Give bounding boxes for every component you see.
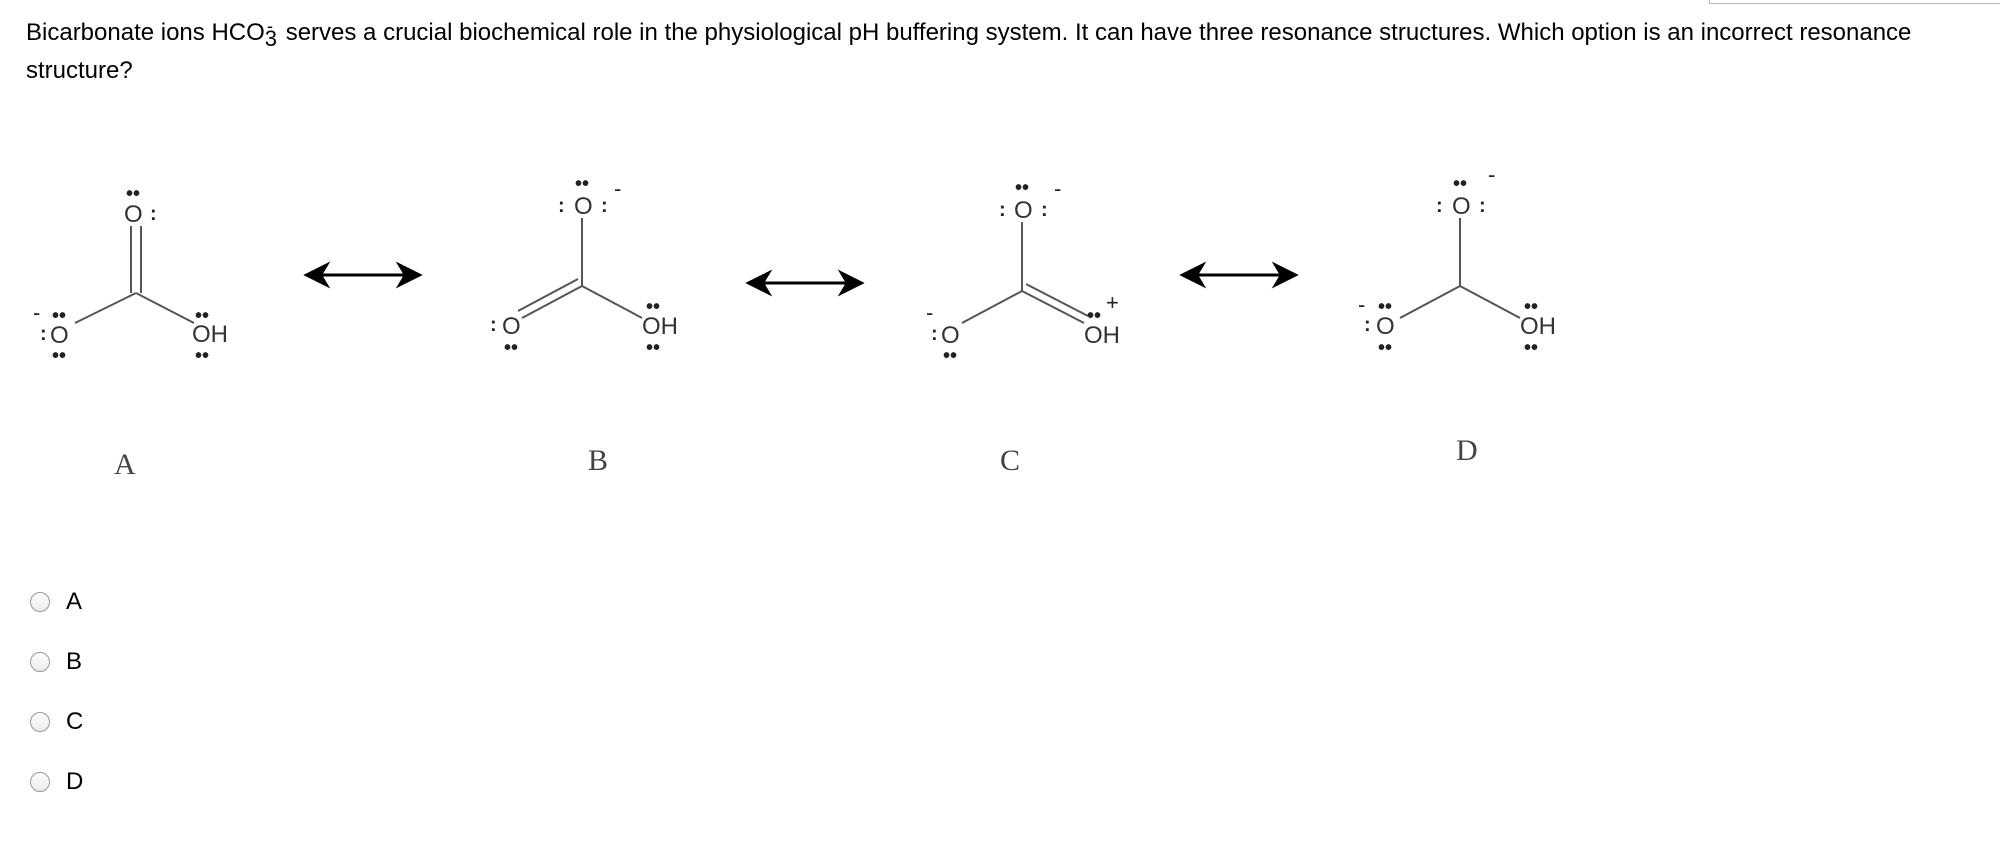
- lone-pair: :: [601, 195, 608, 217]
- lone-pair: ••: [52, 305, 66, 327]
- lone-pair: ••: [195, 305, 209, 327]
- structure-a: O •• : O : •• •• - OH •• •• A: [33, 183, 228, 481]
- oxygen-atom: O: [574, 193, 593, 220]
- lone-pair: ••: [1453, 173, 1467, 195]
- oxygen-atom: O: [1014, 197, 1033, 224]
- lone-pair: :: [40, 323, 47, 345]
- radio-button[interactable]: [30, 772, 50, 792]
- negative-charge: -: [926, 300, 933, 325]
- lone-pair: ••: [943, 345, 957, 367]
- resonance-diagram: O •• : O : •• •• - OH •• •• A O •• : : -…: [33, 162, 1556, 481]
- lone-pair: ••: [1378, 296, 1392, 318]
- lone-pair: :: [1041, 199, 1048, 221]
- question-text: Bicarbonate ions HCO3- serves a crucial …: [26, 14, 1976, 90]
- lone-pair: :: [150, 203, 157, 225]
- negative-charge: -: [1488, 162, 1495, 187]
- question-superscript: -: [267, 16, 274, 36]
- structure-label-b: B: [588, 444, 608, 477]
- question-text-after: serves a crucial biochemical role in the…: [26, 19, 1912, 84]
- structure-label-d: D: [1456, 434, 1478, 467]
- oxygen-atom: O: [124, 201, 143, 228]
- negative-charge: -: [614, 176, 621, 201]
- radio-button[interactable]: [30, 712, 50, 732]
- structure-label-a: A: [114, 448, 136, 481]
- option-b[interactable]: B: [30, 632, 83, 692]
- lone-pair: :: [1479, 195, 1486, 217]
- option-label: B: [66, 648, 83, 675]
- lone-pair: ••: [52, 345, 66, 367]
- option-label: D: [66, 768, 84, 795]
- option-d[interactable]: D: [30, 752, 83, 812]
- oxygen-atom: O: [941, 322, 960, 349]
- lone-pair: :: [931, 323, 938, 345]
- lone-pair: ••: [646, 337, 660, 359]
- structure-b: O •• : : - O : •• OH •• •• B: [490, 173, 678, 477]
- lone-pair: ••: [1524, 296, 1538, 318]
- lone-pair: :: [999, 199, 1006, 221]
- answer-options: A B C D: [30, 572, 83, 812]
- lone-pair: ••: [504, 337, 518, 359]
- hydroxyl-group: OH: [642, 313, 678, 340]
- option-label: C: [66, 708, 84, 735]
- question-text-before: Bicarbonate ions HCO: [26, 19, 265, 46]
- lone-pair: :: [490, 314, 497, 336]
- lone-pair: ••: [646, 296, 660, 318]
- lone-pair: :: [1364, 314, 1371, 336]
- oxygen-atom: O: [1452, 193, 1471, 220]
- lone-pair: ••: [575, 173, 589, 195]
- oxygen-atom: O: [502, 313, 521, 340]
- hydroxyl-group: OH: [1084, 322, 1120, 349]
- option-a[interactable]: A: [30, 572, 83, 632]
- lone-pair: ••: [1378, 337, 1392, 359]
- lone-pair: ••: [1015, 177, 1029, 199]
- hydroxyl-group: OH: [1520, 313, 1556, 340]
- option-c[interactable]: C: [30, 692, 83, 752]
- oxygen-atom: O: [1376, 313, 1395, 340]
- structure-d: O •• : : - O : •• •• - OH •• •• D: [1358, 162, 1556, 467]
- radio-button[interactable]: [30, 592, 50, 612]
- lone-pair: ••: [126, 183, 140, 205]
- negative-charge: -: [1054, 176, 1061, 201]
- radio-button[interactable]: [30, 652, 50, 672]
- question-subscript: 3: [264, 26, 278, 51]
- lone-pair: ••: [195, 345, 209, 367]
- negative-charge: -: [33, 300, 40, 325]
- top-right-border: [1709, 0, 2000, 4]
- lone-pair: :: [1436, 195, 1443, 217]
- option-label: A: [66, 588, 83, 615]
- oxygen-atom: O: [50, 322, 69, 349]
- structure-c: O •• : : - O : •• - OH •• + C: [926, 176, 1120, 477]
- lone-pair: ••: [1087, 305, 1101, 327]
- structure-label-c: C: [1000, 444, 1020, 477]
- negative-charge: -: [1358, 292, 1365, 317]
- lone-pair: ••: [1524, 337, 1538, 359]
- hydroxyl-group: OH: [192, 321, 228, 348]
- lone-pair: :: [558, 195, 565, 217]
- positive-charge: +: [1106, 290, 1119, 315]
